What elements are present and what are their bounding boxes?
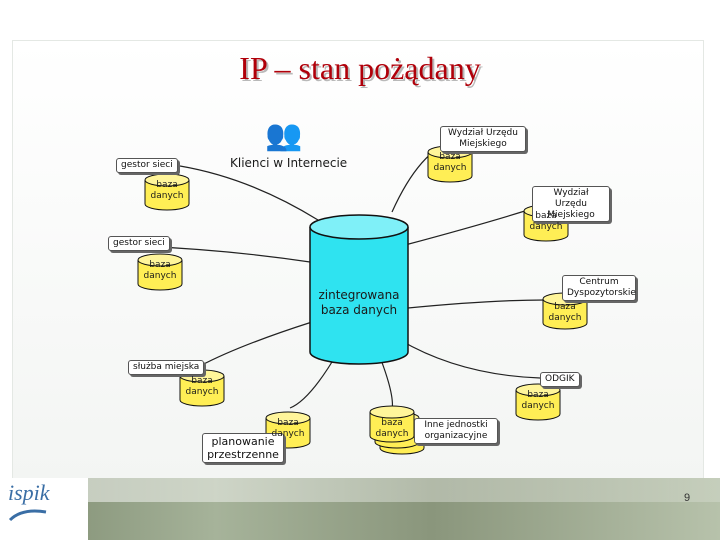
db-inne [369, 405, 415, 443]
unit-inne: Inne jednostki organizacyjne [414, 418, 498, 444]
logo-swoosh-icon [8, 509, 47, 522]
db-label-inne: baza danych [375, 418, 409, 440]
unit-sluzba: służba miejska [128, 360, 205, 375]
connector-wydzial2 [404, 209, 529, 246]
db-sluzba [179, 369, 225, 407]
db-label-sluzba: baza danych [185, 376, 219, 398]
db-label-planowanie: baza danych [271, 418, 305, 440]
connector-gestor1 [179, 165, 319, 221]
center-label: zintegrowana baza danych [318, 288, 400, 317]
db-odgik [515, 383, 561, 421]
unit-odgik: ODGIK [540, 372, 580, 387]
ispik-logo: ispik [8, 480, 50, 505]
db-gestor2 [137, 253, 183, 291]
footer-highlight [0, 478, 720, 502]
people-icon: 👥 [265, 118, 302, 153]
page-number: 9 [684, 492, 691, 504]
slide-title: IP – stan pożądany [239, 50, 481, 86]
db-label-odgik: baza danych [521, 390, 555, 412]
db-label-wydzial1: baza danych [433, 152, 467, 174]
db-label-gestor2: baza danych [143, 260, 177, 282]
logo-area [0, 478, 88, 540]
unit-wydzial1: Wydział Urzędu Miejskiego [440, 126, 526, 152]
db-label-centrum: baza danych [548, 302, 582, 324]
connector-centrum [407, 299, 546, 309]
unit-wydzial2: Wydział Urzędu Miejskiego [532, 186, 610, 223]
unit-centrum: Centrum Dyspozytorskie [562, 275, 636, 301]
connector-sluzba [199, 321, 313, 367]
connector-odgik [399, 339, 541, 379]
db-label-wydzial2: baza danych [529, 211, 563, 233]
central-database [309, 214, 409, 365]
unit-planowanie: planowanie przestrzenne [202, 433, 284, 464]
db-wydzial1 [427, 145, 473, 183]
unit-gestor1: gestor sieci [116, 158, 178, 173]
db-gestor1 [144, 173, 190, 211]
db-label-gestor1: baza danych [150, 180, 184, 202]
unit-gestor2: gestor sieci [108, 236, 170, 251]
clients-label: Klienci w Internecie [230, 156, 348, 170]
